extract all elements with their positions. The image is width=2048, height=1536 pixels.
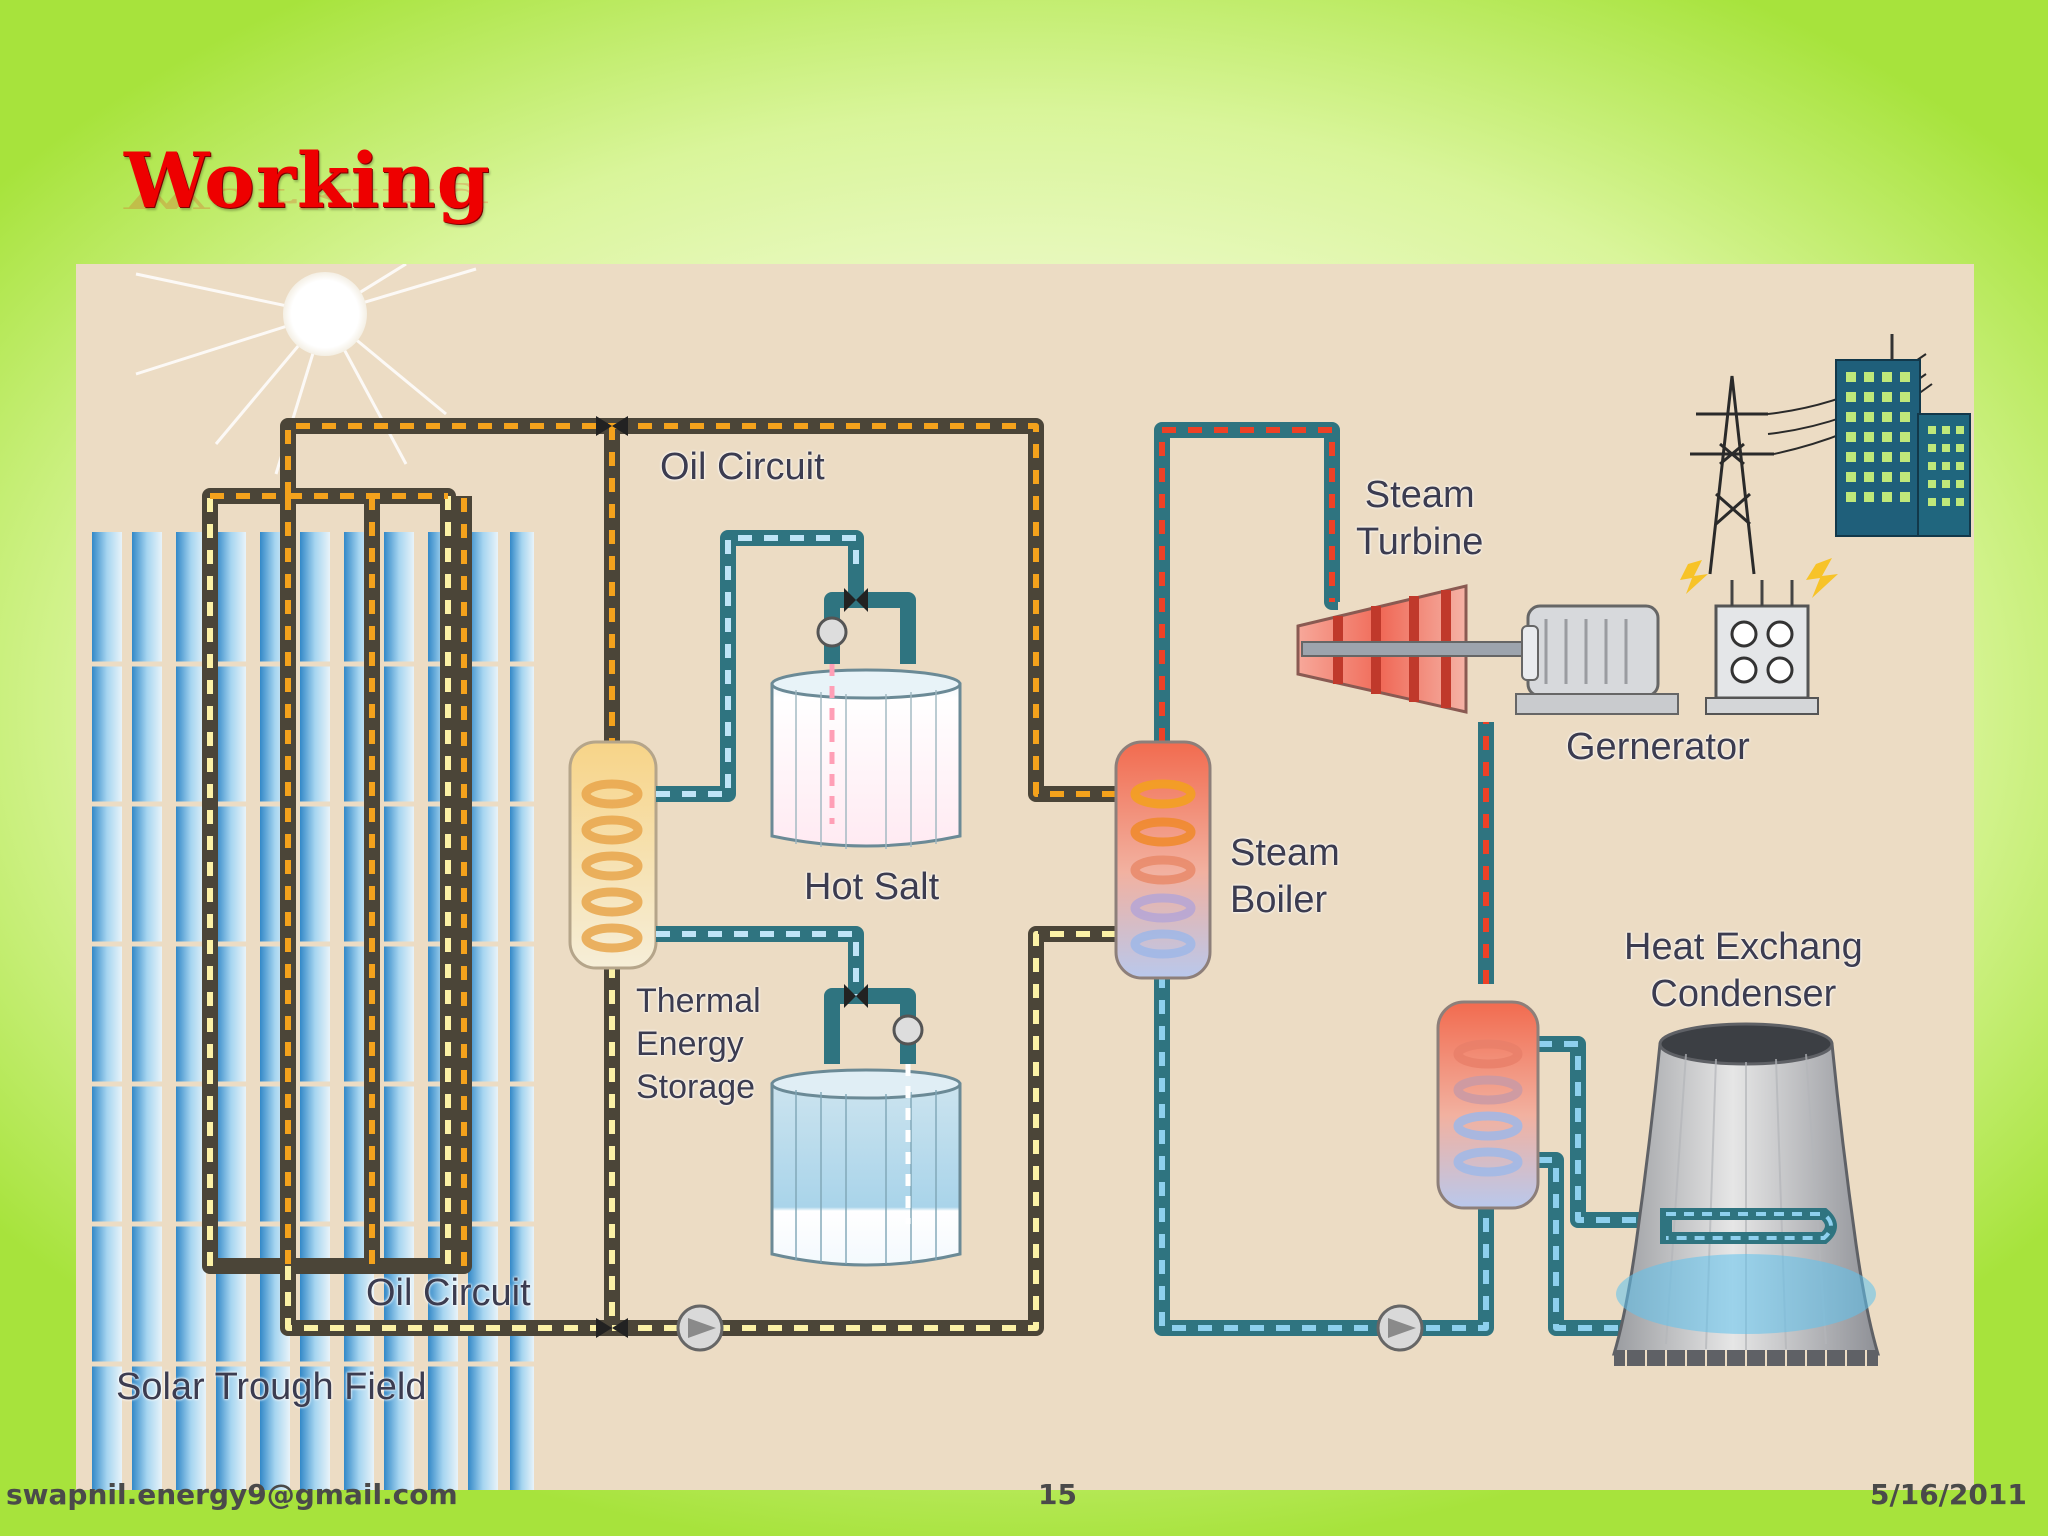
- footer-page-number: 15: [1038, 1478, 1077, 1511]
- hot-salt-pump-icon: [816, 616, 848, 648]
- label-thermal-energy-storage: Thermal Energy Storage: [636, 982, 761, 1106]
- label-solar-trough-field: Solar Trough Field: [116, 1366, 427, 1408]
- label-oil-circuit-bottom: Oil Circuit: [366, 1272, 531, 1314]
- label-generator: Gernerator: [1566, 726, 1750, 768]
- city-buildings-icon: [1835, 334, 1971, 537]
- label-oil-circuit-top: Oil Circuit: [660, 446, 825, 488]
- cooling-tower-icon: [1611, 1022, 1881, 1366]
- steam-water-circuit: [1154, 422, 1666, 1336]
- label-steam-turbine: Steam Turbine: [1356, 474, 1484, 563]
- thermal-storage-heat-exchanger: [568, 740, 658, 970]
- steam-turbine: [1296, 584, 1523, 714]
- generator-icon: [1515, 604, 1679, 715]
- diagram-canvas: [86, 264, 1971, 1490]
- oil-pump-icon: [676, 1304, 724, 1352]
- salt-circuit: [656, 530, 924, 1064]
- label-hot-salt: Hot Salt: [804, 866, 940, 908]
- hot-salt-tank: [770, 664, 962, 849]
- oil-circuit-main: [604, 418, 1116, 1336]
- valve-bottom: [596, 1318, 628, 1338]
- salt-valve-top: [844, 588, 868, 612]
- slide-title: Working: [124, 136, 491, 225]
- oil-circuit-field-loops: [202, 418, 612, 1336]
- condenser-heat-exchanger: [1436, 1000, 1540, 1210]
- cold-salt-tank: [770, 1064, 962, 1267]
- sun-icon: [135, 264, 477, 475]
- cold-salt-pump-icon: [892, 1014, 924, 1046]
- steam-boiler: [1114, 740, 1212, 980]
- label-steam-boiler: Steam Boiler: [1230, 832, 1340, 921]
- feedwater-pump-icon: [1376, 1304, 1424, 1352]
- csp-plant-diagram: Oil Circuit Oil Circuit Solar Trough Fie…: [76, 264, 1974, 1490]
- transformer-icon: [1680, 558, 1838, 715]
- footer-email: swapnil.energy9@gmail.com: [6, 1478, 458, 1511]
- footer-date: 5/16/2011: [1870, 1478, 2027, 1511]
- salt-valve-bottom: [844, 984, 868, 1008]
- valve-top: [596, 416, 628, 436]
- label-heat-exchange-condenser: Heat Exchang Condenser: [1624, 926, 1863, 1015]
- solar-trough-field: [86, 532, 546, 1490]
